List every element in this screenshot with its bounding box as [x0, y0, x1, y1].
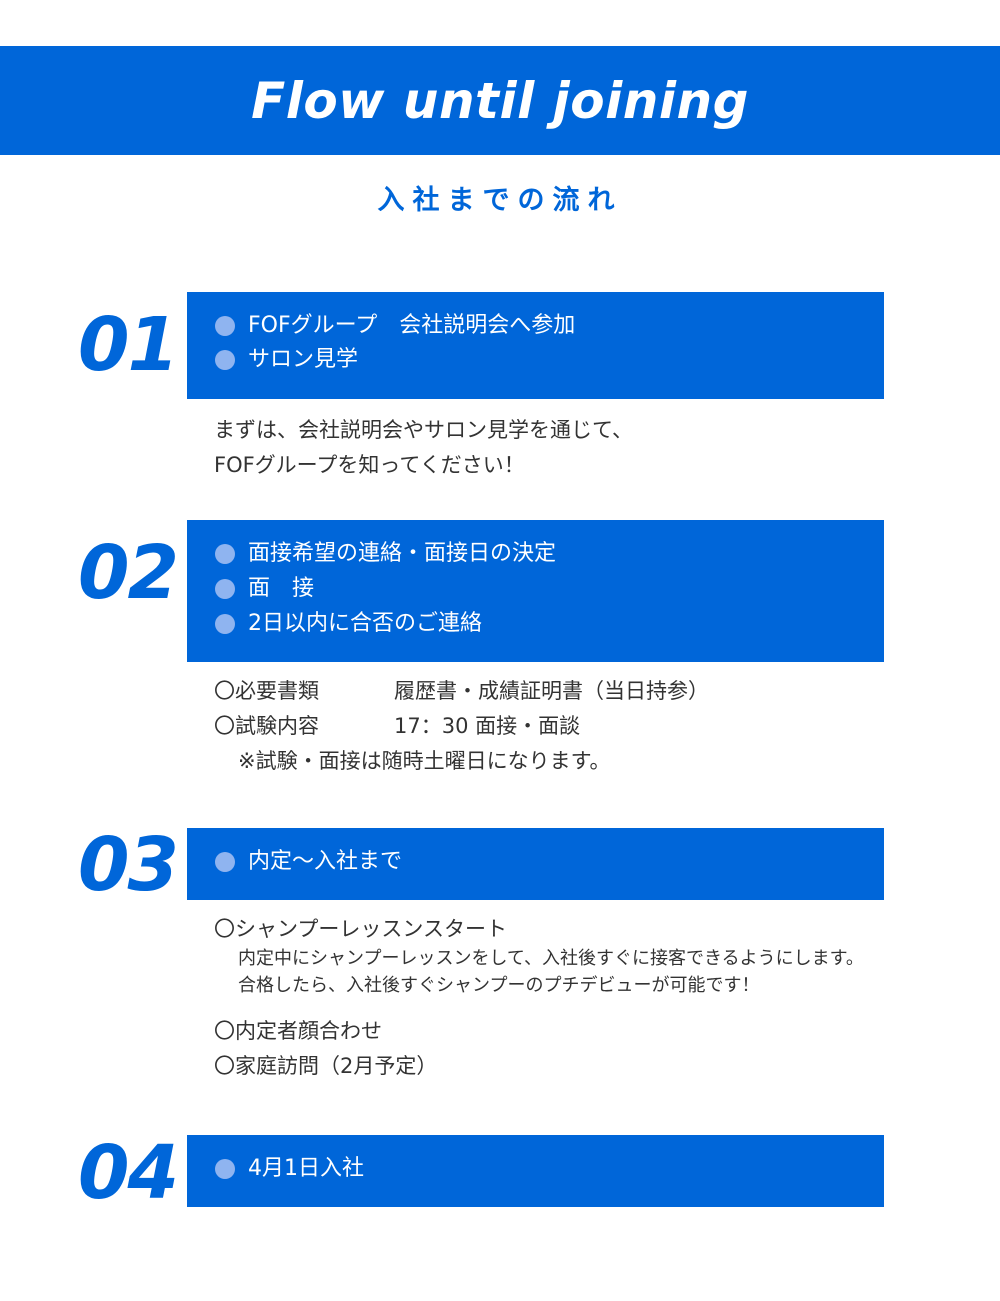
step-bar-01: FOFグループ 会社説明会へ参加 サロン見学 — [187, 292, 884, 399]
step-item: 内定〜入社まで — [215, 847, 402, 877]
page-title: Flow until joining — [251, 71, 749, 130]
lesson-title: 〇シャンプーレッスンスタート — [214, 917, 507, 941]
step-item-label: サロン見学 — [248, 347, 359, 372]
lesson-line: 合格したら、入社後すぐシャンプーのプチデビューが可能です！ — [238, 975, 760, 996]
step-item: サロン見学 — [215, 345, 358, 375]
bullet-dot-icon — [215, 579, 235, 599]
step-extra-line: 〇家庭訪問（2月予定） — [214, 1054, 438, 1078]
header-band: Flow until joining — [0, 46, 1000, 155]
step-note: ※試験・面接は随時土曜日になります。 — [238, 749, 611, 773]
detail-row-exam: 〇試験内容 17：30 面接・面談 — [214, 709, 814, 744]
bullet-dot-icon — [215, 350, 235, 370]
step-bar-02: 面接希望の連絡・面接日の決定 面 接 2日以内に合否のご連絡 — [187, 520, 884, 662]
bullet-dot-icon — [215, 852, 235, 872]
step-item-label: 面 接 — [248, 576, 315, 601]
lesson-line: 内定中にシャンプーレッスンをして、入社後すぐに接客できるようにします。 — [238, 948, 864, 969]
detail-label: 〇試験内容 — [214, 714, 319, 738]
step-number-02: 02 — [78, 530, 179, 616]
step-description-line: FOFグループを知ってください！ — [214, 453, 525, 477]
step-extra-line: 〇内定者顔合わせ — [214, 1019, 382, 1043]
step-item-label: 面接希望の連絡・面接日の決定 — [248, 541, 557, 566]
bullet-dot-icon — [215, 614, 235, 634]
step-bar-03: 内定〜入社まで — [187, 828, 884, 900]
detail-row-documents: 〇必要書類 履歴書・成績証明書（当日持参） — [214, 674, 814, 709]
step-number-01: 01 — [78, 302, 179, 388]
step-item-label: 2日以内に合否のご連絡 — [248, 611, 482, 636]
step-description-line: まずは、会社説明会やサロン見学を通じて、 — [214, 418, 633, 442]
step-item-label: 4月1日入社 — [248, 1156, 364, 1181]
step-item: FOFグループ 会社説明会へ参加 — [215, 311, 575, 341]
bullet-dot-icon — [215, 1159, 235, 1179]
bullet-dot-icon — [215, 544, 235, 564]
step-number-04: 04 — [78, 1130, 179, 1216]
step-item-label: FOFグループ 会社説明会へ参加 — [248, 313, 576, 338]
detail-value: 履歴書・成績証明書（当日持参） — [394, 679, 709, 703]
step-item: 4月1日入社 — [215, 1154, 364, 1184]
page-subtitle: 入社までの流れ — [377, 185, 623, 216]
step-item: 面接希望の連絡・面接日の決定 — [215, 539, 556, 569]
step-item-label: 内定〜入社まで — [248, 849, 403, 874]
step-item: 面 接 — [215, 574, 314, 604]
detail-value: 17：30 面接・面談 — [394, 714, 581, 738]
step-item: 2日以内に合否のご連絡 — [215, 609, 482, 639]
bullet-dot-icon — [215, 316, 235, 336]
detail-label: 〇必要書類 — [214, 679, 319, 703]
step-number-03: 03 — [78, 822, 179, 908]
step-bar-04: 4月1日入社 — [187, 1135, 884, 1207]
